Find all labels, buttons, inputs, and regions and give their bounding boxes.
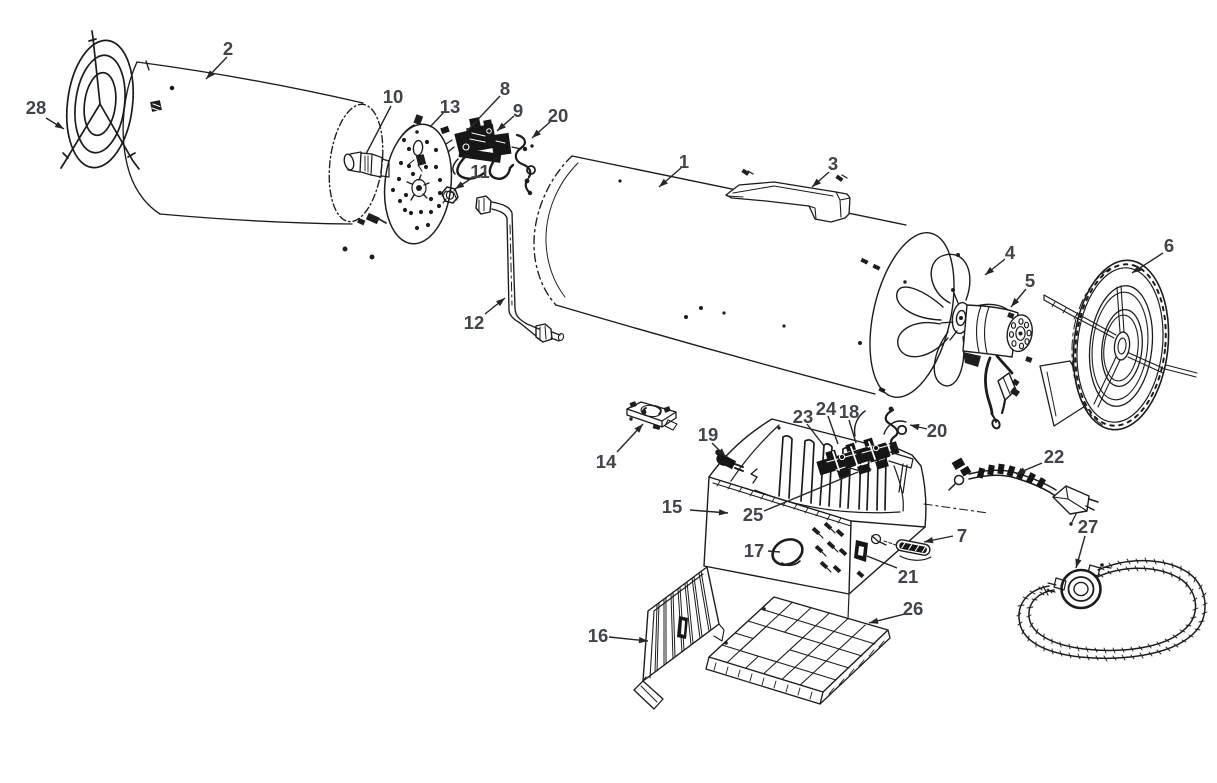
svg-text:27: 27 xyxy=(1078,516,1099,537)
svg-text:2: 2 xyxy=(223,38,233,59)
svg-text:15: 15 xyxy=(662,496,683,517)
svg-text:24: 24 xyxy=(816,398,837,419)
svg-text:21: 21 xyxy=(898,566,919,587)
svg-text:18: 18 xyxy=(839,401,860,422)
svg-text:8: 8 xyxy=(500,78,510,99)
svg-text:28: 28 xyxy=(26,97,47,118)
svg-text:10: 10 xyxy=(383,86,404,107)
svg-text:14: 14 xyxy=(596,451,617,472)
svg-text:20: 20 xyxy=(927,420,948,441)
svg-text:4: 4 xyxy=(1005,242,1016,263)
svg-text:13: 13 xyxy=(440,96,461,117)
svg-text:16: 16 xyxy=(588,625,609,646)
svg-text:9: 9 xyxy=(513,100,523,121)
svg-text:11: 11 xyxy=(470,161,490,182)
svg-text:19: 19 xyxy=(698,424,719,445)
svg-text:25: 25 xyxy=(743,504,764,525)
svg-text:23: 23 xyxy=(793,406,814,427)
svg-text:3: 3 xyxy=(828,153,838,174)
svg-text:12: 12 xyxy=(464,312,485,333)
svg-text:5: 5 xyxy=(1025,270,1035,291)
svg-text:26: 26 xyxy=(903,598,924,619)
svg-text:17: 17 xyxy=(744,540,765,561)
svg-text:7: 7 xyxy=(957,525,967,546)
svg-text:20: 20 xyxy=(548,105,569,126)
svg-text:6: 6 xyxy=(1164,235,1174,256)
svg-text:22: 22 xyxy=(1044,446,1065,467)
svg-text:1: 1 xyxy=(679,151,689,172)
